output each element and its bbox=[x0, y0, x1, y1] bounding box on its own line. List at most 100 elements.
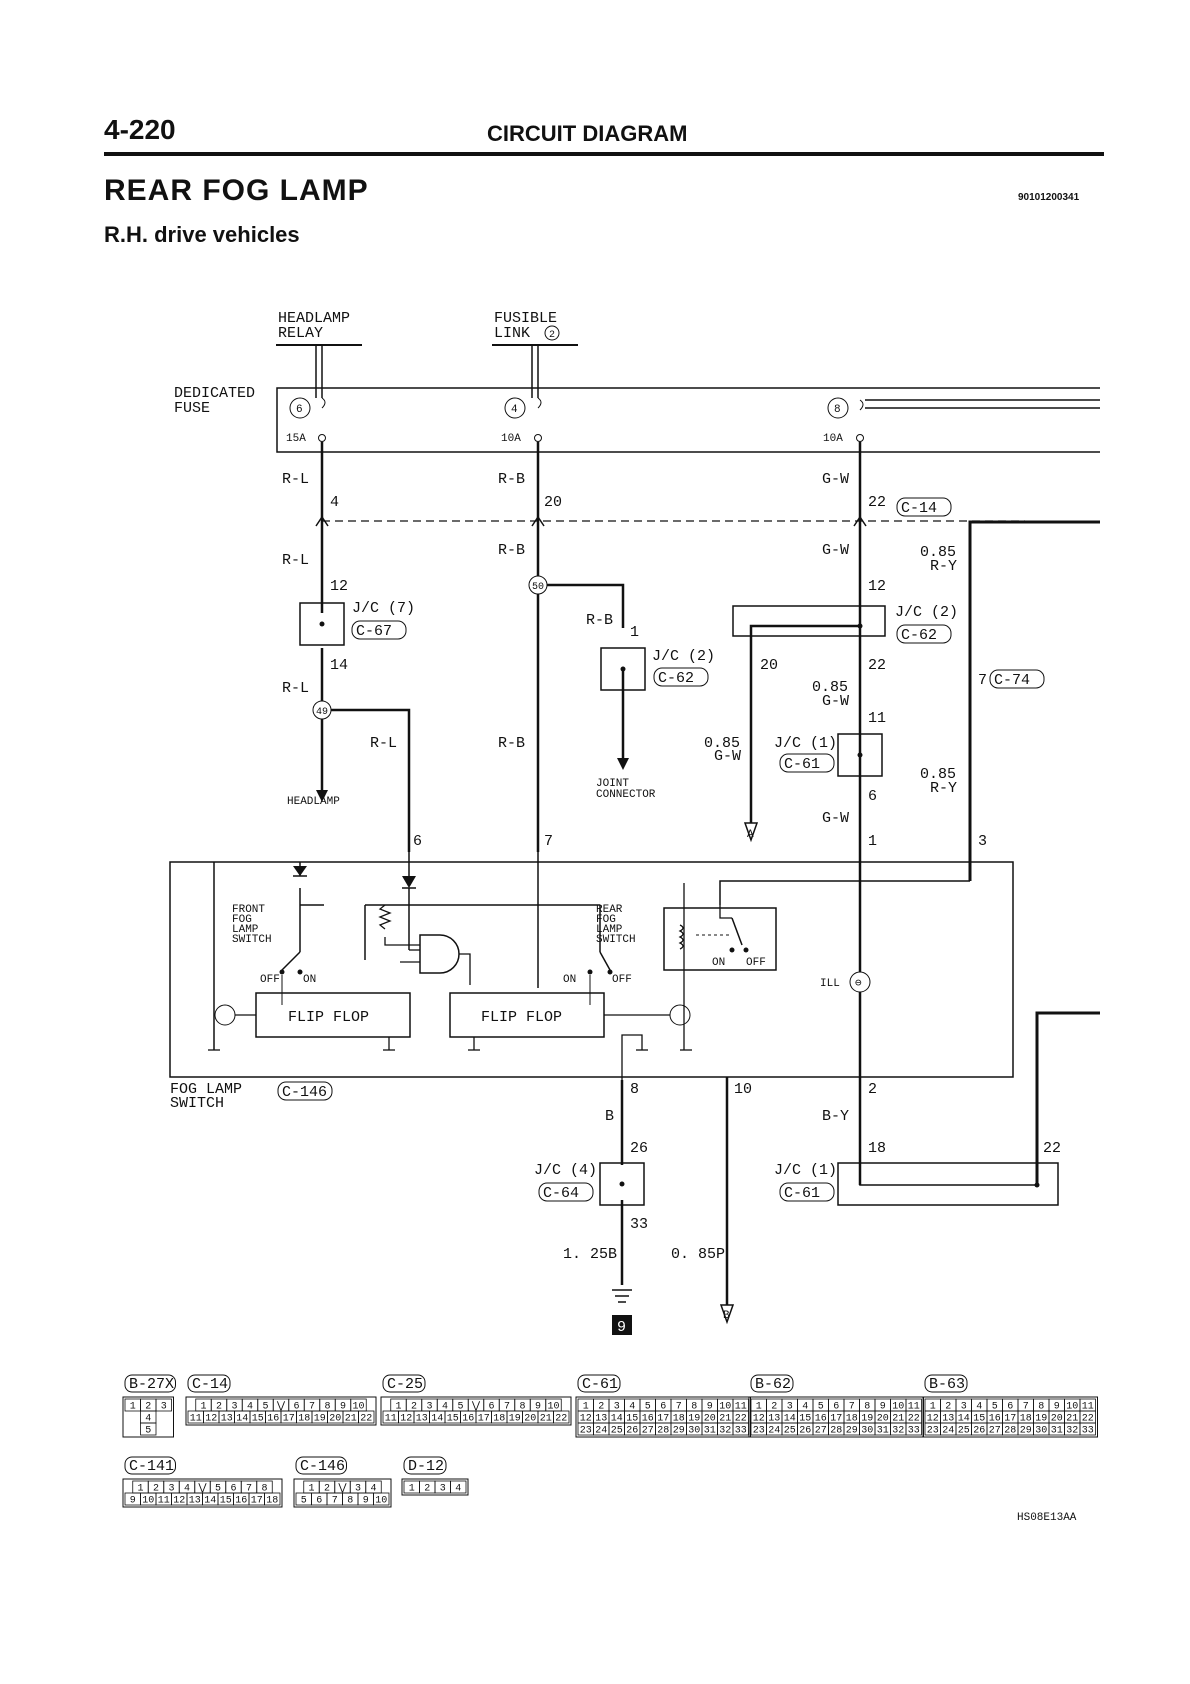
connector-pin-number: 8 bbox=[864, 1402, 870, 1413]
dedicated-fuse-box: DEDICATED FUSE bbox=[174, 385, 1100, 453]
svg-text:49: 49 bbox=[316, 707, 328, 718]
connector-pin-number: 16 bbox=[267, 1414, 279, 1425]
connector-pin-number: 15 bbox=[973, 1414, 985, 1425]
svg-text:12: 12 bbox=[330, 578, 348, 595]
connector-pin-cell bbox=[140, 1422, 157, 1436]
connector-pin-number: 8 bbox=[691, 1402, 697, 1413]
section-title: CIRCUIT DIAGRAM bbox=[487, 121, 688, 146]
svg-text:LINK: LINK bbox=[494, 325, 530, 342]
svg-text:ON: ON bbox=[712, 957, 725, 969]
connector-c74-badge bbox=[989, 669, 1045, 689]
connector-view-label: C-61 bbox=[582, 1376, 618, 1393]
relay: ON OFF bbox=[663, 883, 777, 1050]
diagram-title: REAR FOG LAMP bbox=[104, 174, 369, 207]
connector-pin-number: 19 bbox=[314, 1414, 326, 1425]
connector-pin-number: 27 bbox=[642, 1426, 654, 1437]
connector-pin-number: 1 bbox=[200, 1402, 206, 1413]
transistor-right bbox=[669, 1004, 691, 1026]
junction-50 bbox=[528, 575, 548, 595]
connector-pin-number: 2 bbox=[145, 1402, 151, 1413]
svg-text:22: 22 bbox=[1043, 1140, 1061, 1157]
svg-text:0.85: 0.85 bbox=[812, 679, 848, 696]
svg-text:1. 25B: 1. 25B bbox=[563, 1246, 617, 1263]
connector-pin-number: 11 bbox=[1082, 1402, 1094, 1413]
connector-pin-number: 6 bbox=[833, 1402, 839, 1413]
connector-pin-number: 1 bbox=[930, 1402, 936, 1413]
connector-pin-cell bbox=[155, 1398, 172, 1412]
connector-pin-cell bbox=[373, 1492, 390, 1506]
connector-pin-number: 2 bbox=[424, 1484, 430, 1495]
svg-text:C-62: C-62 bbox=[658, 670, 694, 687]
connector-pin-number: 1 bbox=[308, 1484, 314, 1495]
connector-pin-number: 17 bbox=[1004, 1414, 1016, 1425]
jc7-block: J/C (7) C-67 bbox=[299, 600, 415, 646]
svg-text:FUSIBLE: FUSIBLE bbox=[494, 310, 557, 327]
svg-text:50: 50 bbox=[532, 582, 544, 593]
connector-pin-number: 4 bbox=[370, 1484, 376, 1495]
connector-pin-number: 16 bbox=[235, 1496, 247, 1507]
connector-pin-number: 16 bbox=[989, 1414, 1001, 1425]
svg-text:R-Y: R-Y bbox=[930, 558, 957, 575]
connector-pin-number: 2 bbox=[771, 1402, 777, 1413]
connector-pin-number: 32 bbox=[892, 1426, 904, 1437]
svg-text:1: 1 bbox=[630, 624, 639, 641]
ill-lamp bbox=[849, 971, 871, 993]
connector-pin-number: 2 bbox=[216, 1402, 222, 1413]
svg-text:DEDICATED: DEDICATED bbox=[174, 385, 255, 402]
headlamp-relay-label: HEADLAMP RELAY bbox=[276, 310, 362, 346]
svg-text:C-61: C-61 bbox=[784, 1185, 820, 1202]
connector-pin-number: 20 bbox=[877, 1414, 889, 1425]
svg-text:15A: 15A bbox=[286, 433, 306, 445]
svg-text:SWITCH: SWITCH bbox=[596, 934, 636, 946]
connector-pin-number: 17 bbox=[830, 1414, 842, 1425]
connector-c14-badge bbox=[896, 497, 952, 517]
connector-pin-number: 1 bbox=[137, 1484, 143, 1495]
svg-text:26: 26 bbox=[630, 1140, 648, 1157]
svg-text:R-L: R-L bbox=[282, 680, 309, 697]
svg-text:C-74: C-74 bbox=[994, 672, 1030, 689]
connector-pin-number: 20 bbox=[704, 1414, 716, 1425]
connector-pin-number: 9 bbox=[363, 1496, 369, 1507]
svg-text:7: 7 bbox=[978, 672, 987, 689]
connector-pin-number: 7 bbox=[246, 1484, 252, 1495]
connector-pin-cell bbox=[264, 1492, 281, 1506]
connector-pin-number: 9 bbox=[880, 1402, 886, 1413]
svg-text:ON: ON bbox=[563, 974, 576, 986]
svg-text:J/C (4): J/C (4) bbox=[534, 1162, 597, 1179]
connector-pin-number: 21 bbox=[345, 1414, 357, 1425]
svg-text:OFF: OFF bbox=[260, 974, 280, 986]
svg-text:C-67: C-67 bbox=[356, 623, 392, 640]
connector-pin-number: 22 bbox=[735, 1414, 747, 1425]
ground-9-badge bbox=[612, 1315, 632, 1335]
connector-pin-number: ⋁ bbox=[197, 1483, 207, 1495]
connector-pin-number: 31 bbox=[1051, 1426, 1063, 1437]
connector-view-label: B-62 bbox=[755, 1376, 791, 1393]
connector-pin-number: 15 bbox=[220, 1496, 232, 1507]
connector-pin-number: 30 bbox=[861, 1426, 873, 1437]
svg-text:3: 3 bbox=[978, 833, 987, 850]
svg-text:4: 4 bbox=[330, 494, 339, 511]
svg-text:9: 9 bbox=[617, 1319, 626, 1336]
jc2-block-center: J/C (2) C-62 bbox=[600, 647, 715, 691]
fusible-link-label: FUSIBLE LINK 2 bbox=[492, 310, 578, 346]
connector-pin-number: 4 bbox=[455, 1484, 461, 1495]
connector-pin-number: 10 bbox=[719, 1402, 731, 1413]
connector-pin-number: 10 bbox=[892, 1402, 904, 1413]
connector-pin-number: 18 bbox=[298, 1414, 310, 1425]
connector-pin-number: 23 bbox=[927, 1426, 939, 1437]
connector-pin-number: 11 bbox=[190, 1414, 202, 1425]
connector-view-label: C-25 bbox=[387, 1376, 423, 1393]
connector-pin-number: 8 bbox=[347, 1496, 353, 1507]
connector-pin-number: 32 bbox=[1066, 1426, 1078, 1437]
connector-pin-number: 1 bbox=[409, 1484, 415, 1495]
transistor-left bbox=[214, 1004, 236, 1026]
svg-text:J/C (2): J/C (2) bbox=[895, 604, 958, 621]
connector-pin-number: 1 bbox=[583, 1402, 589, 1413]
connector-pin-number: 14 bbox=[958, 1414, 970, 1425]
svg-text:LAMP: LAMP bbox=[232, 924, 259, 936]
svg-text:A: A bbox=[747, 829, 754, 841]
